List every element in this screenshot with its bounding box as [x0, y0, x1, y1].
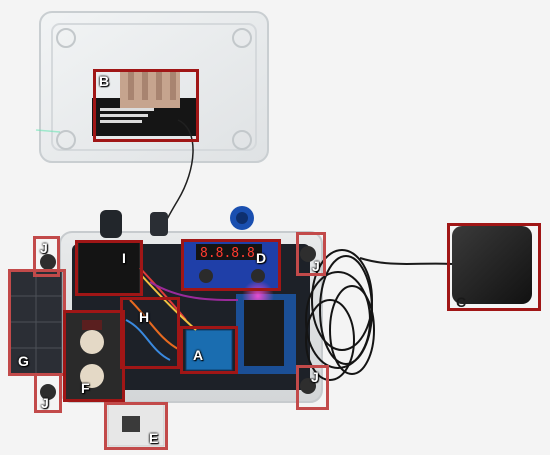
- microcontroller-board: [236, 280, 296, 374]
- antenna-pcb: [92, 72, 196, 136]
- gps-antenna: [359, 226, 532, 304]
- callout-label-j-bottom-right: J: [311, 369, 319, 385]
- callout-box-b: B: [93, 69, 199, 142]
- callout-label-f: F: [81, 380, 90, 396]
- callout-box-f: F: [63, 310, 125, 402]
- callout-box-j-top-right: J: [296, 232, 326, 276]
- callout-box-h: H: [120, 297, 180, 369]
- callout-label-i: I: [122, 250, 126, 266]
- callout-label-j-bottom-left: J: [41, 395, 49, 411]
- callout-box-d: D: [181, 239, 281, 291]
- callout-box-e: E: [104, 402, 168, 450]
- wiring: [125, 267, 239, 361]
- callout-label-d: D: [256, 250, 267, 266]
- callout-label-c: C: [456, 294, 467, 310]
- callout-label-j-top-left: J: [40, 240, 48, 256]
- callout-box-g: G: [8, 269, 66, 376]
- converter-display: 8.8.8.8: [184, 240, 278, 288]
- callout-box-j-bottom-left: J: [34, 373, 62, 413]
- battery-pack: [66, 312, 122, 400]
- wifi-module: [185, 329, 233, 371]
- svg-text:8.8.8.8: 8.8.8.8: [200, 246, 255, 261]
- terminal-screw: [122, 416, 140, 432]
- cable-glands: [100, 206, 254, 238]
- callout-label-b: B: [99, 73, 110, 89]
- callout-label-a: A: [193, 347, 204, 363]
- callout-label-h: H: [139, 309, 150, 325]
- callout-label-g: G: [18, 353, 29, 369]
- callout-box-c: C: [447, 223, 541, 311]
- callout-box-j-bottom-right: J: [296, 365, 329, 410]
- coiled-cable: [305, 249, 375, 381]
- callout-box-j-top-left: J: [33, 236, 60, 277]
- relay-module: [77, 241, 141, 295]
- callout-label-j-top-right: J: [312, 258, 320, 274]
- callout-box-a: A: [180, 326, 238, 374]
- callout-box-i: I: [75, 240, 143, 296]
- mounting-holes: [40, 246, 316, 400]
- callout-label-e: E: [149, 430, 159, 446]
